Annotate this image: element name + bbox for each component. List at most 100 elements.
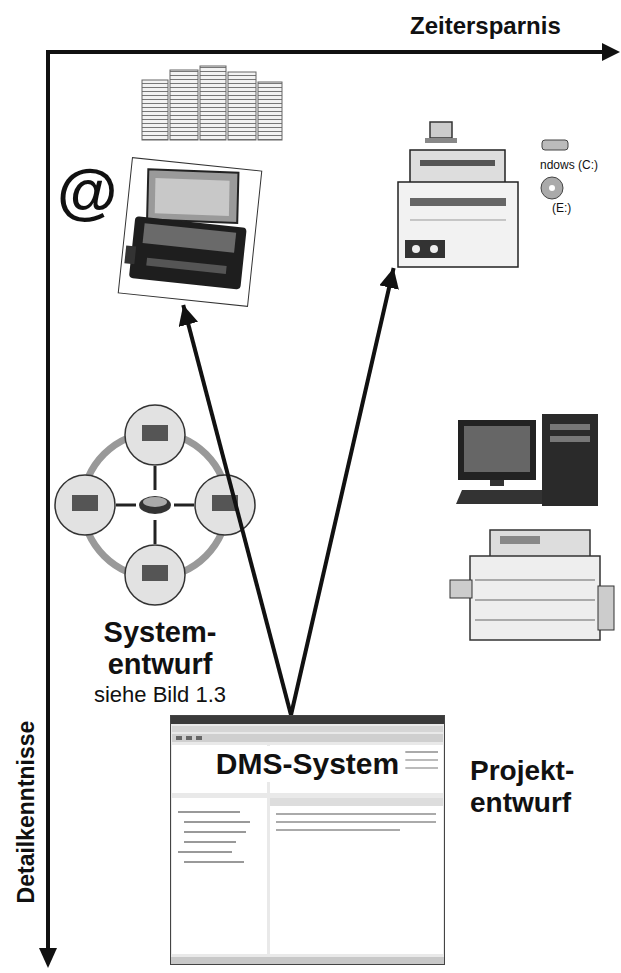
scanner-symbol [146, 258, 226, 274]
dms-screenshot [172, 798, 267, 954]
process-cycle [174, 504, 194, 507]
axes [39, 948, 57, 968]
dms-screenshot [276, 821, 436, 823]
dms-screenshot [276, 829, 400, 831]
process-cycle [55, 405, 255, 605]
storage-symbol [398, 182, 518, 267]
dms-screenshot [170, 715, 445, 724]
process-cycle [125, 545, 185, 605]
desktop-computer [458, 420, 536, 480]
process-cycle [116, 504, 136, 507]
paper-stacks [200, 66, 226, 140]
scanner-symbol [143, 223, 237, 253]
axis-title: Zeitersparnis [410, 12, 561, 41]
process-cycle [142, 565, 168, 581]
section-heading: System- entwurf [104, 617, 217, 681]
dms-screenshot [184, 821, 250, 823]
dms-screenshot [184, 841, 236, 843]
process-cycle [125, 405, 185, 465]
storage-symbol [410, 198, 506, 206]
dms-screenshot [178, 811, 240, 813]
dms-screenshot [276, 813, 436, 815]
storage-symbol [430, 122, 452, 138]
process-cycle [55, 475, 115, 535]
dms-screenshot [178, 851, 232, 853]
axes [48, 50, 604, 54]
drive-label: (E:) [551, 201, 572, 215]
copier [490, 530, 590, 558]
process-cycle [195, 475, 255, 535]
dms-screenshot [270, 798, 443, 954]
storage-symbol [410, 150, 505, 185]
desktop-computer [456, 490, 552, 504]
desktop-computer [542, 414, 598, 506]
axes [39, 43, 620, 968]
axes [46, 50, 50, 950]
storage-symbol [398, 122, 568, 267]
scanner-node: @ [118, 160, 263, 305]
axes [602, 43, 620, 61]
desktop-computer [550, 436, 590, 442]
dms-window: DMS-System [170, 715, 445, 965]
scanner-symbol [118, 158, 262, 307]
copier [475, 580, 595, 581]
storage-symbol [410, 220, 506, 221]
dms-screenshot [172, 734, 443, 742]
paper-stacks [142, 80, 168, 140]
system-design-group: System- entwurfsiehe Bild 1.3 [60, 400, 260, 708]
axis-title: Detailkenntnisse [13, 721, 41, 904]
paper-stacks [228, 72, 256, 140]
scanner-symbol [129, 216, 247, 289]
dms-screenshot [186, 736, 192, 740]
dms-screenshot [270, 798, 443, 806]
drive-label: ndows (C:) [539, 158, 599, 172]
copier [598, 586, 614, 630]
storage-symbol [542, 140, 568, 150]
storage-symbol [541, 177, 563, 199]
at-symbol: @ [57, 160, 117, 222]
desktop-computer [550, 424, 590, 430]
process-cycle [154, 520, 157, 544]
desktop-computer [456, 414, 598, 506]
paper-stacks [170, 70, 198, 140]
process-cycle [139, 496, 171, 514]
copier [500, 536, 540, 544]
copier [470, 556, 600, 640]
process-cycle [154, 466, 157, 490]
dms-screenshot [172, 726, 443, 732]
paper-stacks [258, 82, 282, 140]
dms-screenshot [170, 715, 445, 965]
scanner-symbol [152, 173, 233, 221]
storage-symbol [412, 245, 420, 253]
window-title: DMS-System [210, 746, 405, 782]
copier [475, 600, 595, 601]
figure-reference: siehe Bild 1.3 [94, 681, 226, 709]
process-cycle [143, 497, 167, 507]
dms-screenshot [170, 715, 445, 965]
process-cycle [72, 495, 98, 511]
copier [475, 620, 595, 621]
copier [450, 580, 472, 598]
storage-symbol [430, 245, 438, 253]
scanner-symbol [124, 245, 136, 264]
phase-heading: Projekt- entwurf [470, 755, 574, 819]
storage-symbol [405, 240, 445, 258]
scanner-symbol [118, 158, 262, 307]
dms-screenshot [176, 736, 182, 740]
storage-symbol [549, 185, 555, 191]
process-cycle [142, 425, 168, 441]
dms-screenshot [184, 861, 244, 863]
storage-symbol [425, 138, 457, 143]
storage-symbol [420, 160, 495, 166]
desktop-computer [490, 480, 504, 486]
dms-screenshot [170, 957, 445, 965]
storage-node: ndows (C:) (E:) [385, 118, 600, 268]
copier [450, 530, 614, 640]
paper-stacks [142, 66, 282, 140]
desktop-computer [464, 426, 530, 472]
flow-arrow [291, 268, 394, 715]
dms-screenshot [196, 736, 202, 740]
